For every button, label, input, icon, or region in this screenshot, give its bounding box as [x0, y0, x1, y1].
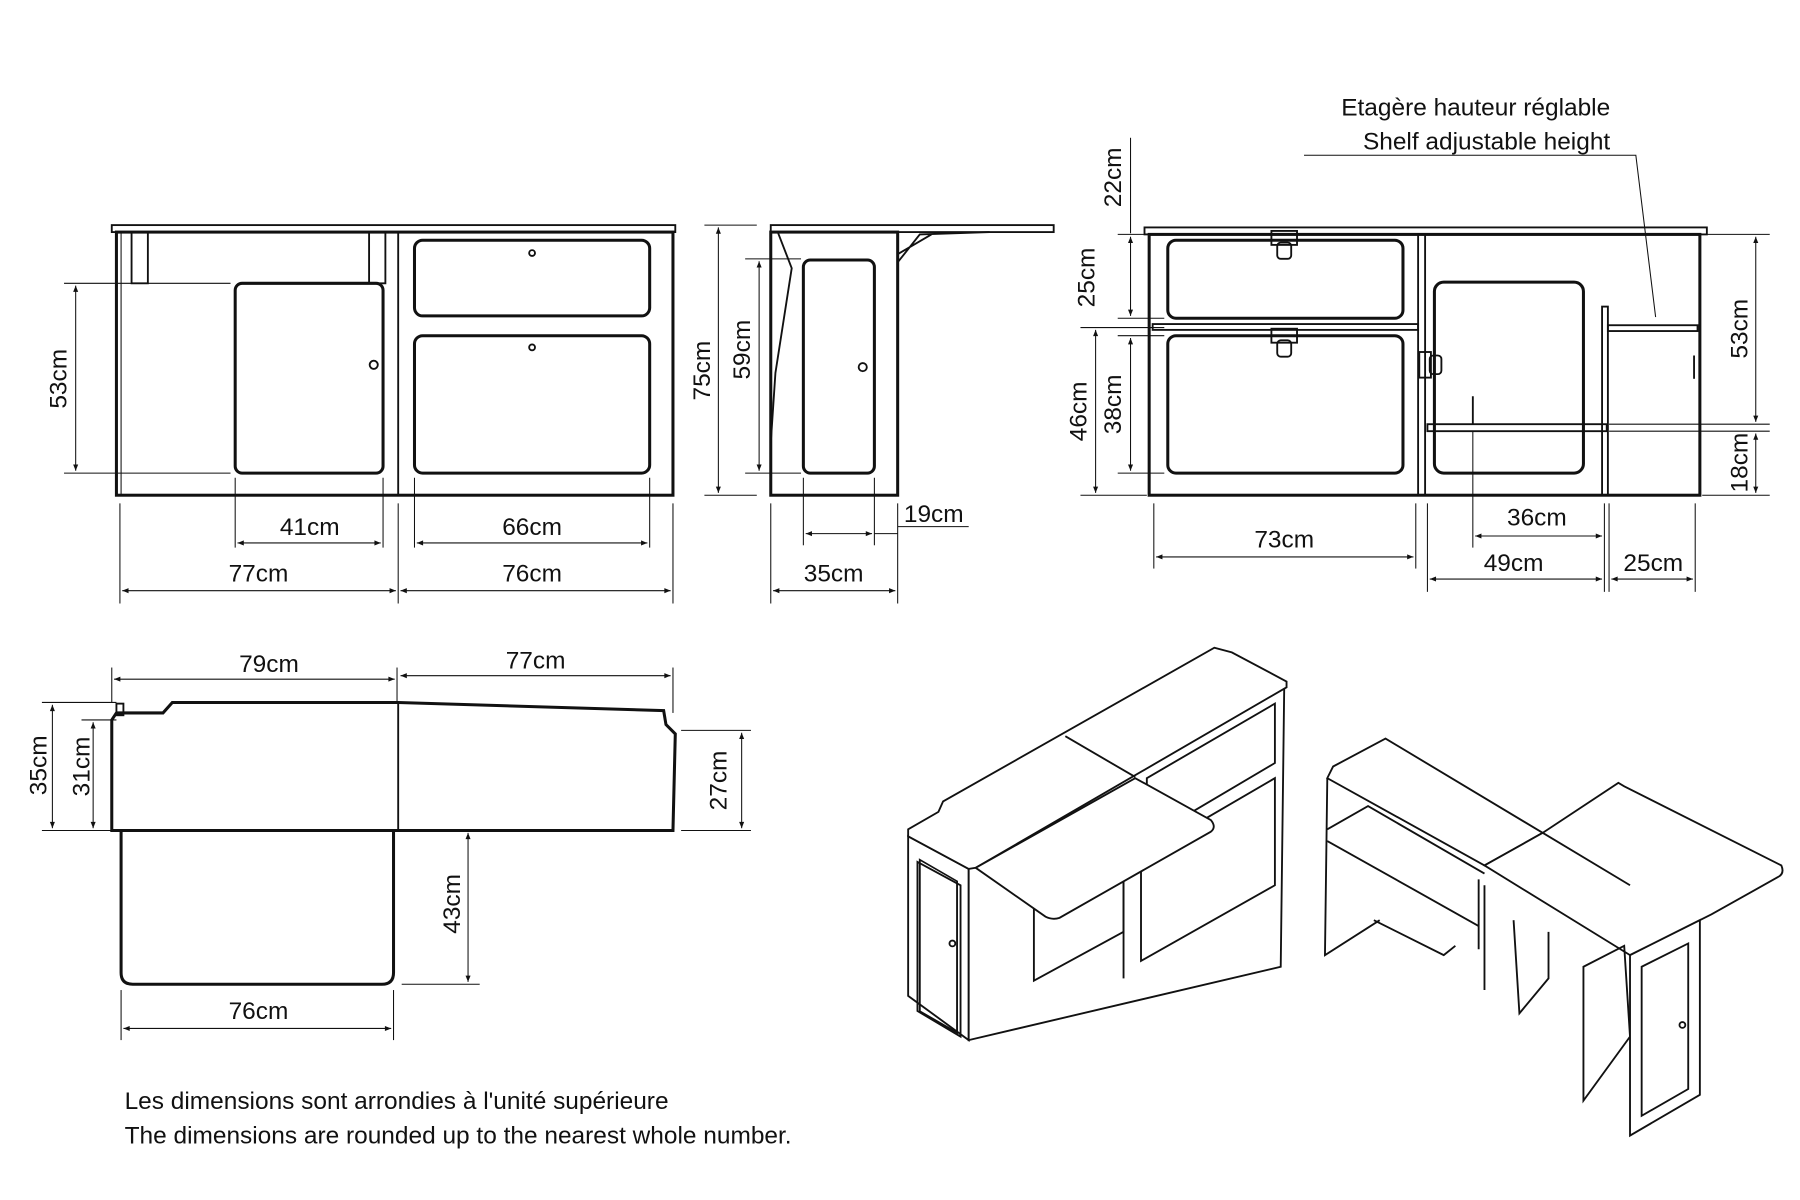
dim-table-depth: 43cm: [439, 874, 466, 934]
drawer-upper: [412, 238, 652, 318]
front-view-left: 53cm 41cm 66cm 77cm 76cm: [45, 224, 677, 604]
dim-depth: 35cm: [804, 560, 864, 587]
dim-upper-drawer: 25cm: [1073, 248, 1100, 308]
isometric-view-open: [1324, 737, 1784, 1138]
dim-door-width: 41cm: [280, 514, 340, 541]
dim-door-width: 36cm: [1507, 504, 1567, 531]
side-view: 75cm 59cm 19cm 35cm: [689, 224, 1055, 604]
dim-left-width: 73cm: [1254, 527, 1314, 554]
annotation-fr: Etagère hauteur réglable: [1341, 95, 1610, 122]
hinge-bracket: [368, 231, 387, 285]
drawer-lower: [412, 334, 652, 475]
dim-right-height: 53cm: [1727, 299, 1754, 359]
dim-depth-body: 31cm: [69, 737, 96, 797]
cabinet-door: [233, 281, 385, 475]
dim-shelf-width: 25cm: [1623, 550, 1683, 577]
side-door: [801, 258, 876, 475]
fold-out-table: [973, 777, 1215, 920]
dim-left-width: 77cm: [229, 560, 289, 587]
dim-top-gap: 22cm: [1100, 147, 1127, 207]
adjustable-shelf: [1426, 423, 1608, 433]
dim-drawer-width: 66cm: [502, 514, 562, 541]
dim-depth-total: 35cm: [26, 735, 53, 795]
dim-lower-drawer: 38cm: [1100, 375, 1127, 435]
adjustable-shelf: [1606, 324, 1699, 332]
dim-table-width: 76cm: [229, 998, 289, 1025]
drawer-lower: [1166, 334, 1405, 475]
drawer-upper: [1166, 238, 1405, 320]
dim-side-door-width: 19cm: [904, 501, 964, 528]
hinge-bracket: [130, 231, 149, 285]
dim-middle-width: 49cm: [1484, 550, 1544, 577]
dim-top-left-width: 79cm: [239, 651, 299, 678]
front-view-right: Etagère hauteur réglable Shelf adjustabl…: [1065, 95, 1770, 592]
dim-lower-section: 46cm: [1065, 382, 1092, 442]
dim-top-right-width: 77cm: [506, 648, 566, 675]
dim-side-door-height: 59cm: [729, 320, 756, 380]
note-fr: Les dimensions sont arrondies à l'unité …: [125, 1088, 669, 1115]
annotation-en: Shelf adjustable height: [1363, 128, 1610, 155]
dim-total-height: 75cm: [689, 341, 716, 401]
center-door: [1432, 280, 1585, 475]
dim-bottom-shelf: 18cm: [1727, 433, 1754, 493]
dim-depth-right: 27cm: [706, 751, 733, 811]
top-view: 79cm 77cm 35cm 31cm 27cm 43cm 76cm: [26, 648, 751, 1041]
dim-right-width: 76cm: [502, 560, 562, 587]
note-en: The dimensions are rounded up to the nea…: [125, 1123, 792, 1150]
fold-out-table: [119, 830, 396, 986]
isometric-view-closed: [907, 646, 1288, 1042]
dim-door-height: 53cm: [45, 349, 72, 409]
